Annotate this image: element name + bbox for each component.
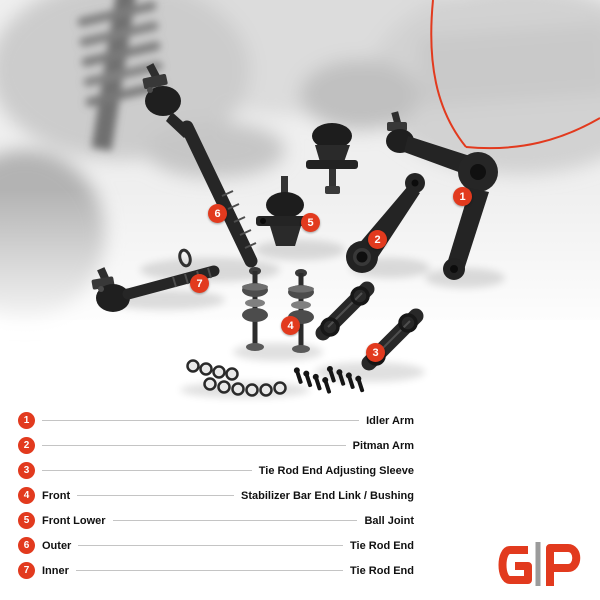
ball-joint-illustration — [256, 123, 358, 246]
legend-leader-line — [75, 570, 344, 571]
a-premium-logo-icon — [498, 542, 581, 586]
legend-number-badge: 5 — [18, 512, 35, 529]
idler-arm-illustration — [386, 111, 498, 280]
legend-qualifier: Outer — [42, 539, 72, 552]
callout-badge-stabilizer-link: 4 — [281, 316, 300, 335]
callout-badge-idler-arm: 1 — [453, 187, 472, 206]
legend-row-pitman-arm: 2 Pitman Arm — [18, 433, 414, 458]
legend-part-name: Ball Joint — [364, 514, 414, 527]
legend-part-name: Pitman Arm — [352, 439, 414, 452]
legend-row-idler-arm: 1 Idler Arm — [18, 408, 414, 433]
legend-qualifier: Inner — [42, 564, 69, 577]
brand-logo — [484, 528, 588, 597]
callout-badge-inner-tie-rod: 7 — [190, 274, 209, 293]
legend-row-inner-tie-rod: 7 Inner Tie Rod End — [18, 558, 414, 583]
legend-row-ball-joint: 5 Front Lower Ball Joint — [18, 508, 414, 533]
legend-qualifier: Front Lower — [42, 514, 106, 527]
callout-badge-outer-tie-rod: 6 — [208, 204, 227, 223]
chassis-photo-background — [0, 0, 600, 340]
callout-badge-ball-joint: 5 — [301, 213, 320, 232]
legend-number-badge: 7 — [18, 562, 35, 579]
legend-leader-line — [112, 520, 358, 521]
legend-part-name: Stabilizer Bar End Link / Bushing — [241, 489, 414, 502]
legend-leader-line — [77, 495, 235, 496]
legend-part-name: Tie Rod End — [350, 539, 414, 552]
hardware-washers — [186, 359, 287, 397]
legend-qualifier: Front — [42, 489, 71, 502]
callout-badge-pitman-arm: 2 — [368, 230, 387, 249]
legend-number-badge: 1 — [18, 412, 35, 429]
legend-number-badge: 6 — [18, 537, 35, 554]
hardware-bolts — [293, 365, 365, 394]
legend-leader-line — [42, 420, 360, 421]
stabilizer-link-illustration — [242, 267, 314, 353]
legend-row-stabilizer-link: 4 Front Stabilizer Bar End Link / Bushin… — [18, 483, 414, 508]
callout-badge-adjusting-sleeve: 3 — [366, 343, 385, 362]
tie-rod-end-outer-illustration — [142, 63, 258, 268]
legend-row-adjusting-sleeve: 3 Tie Rod End Adjusting Sleeve — [18, 458, 414, 483]
legend-leader-line — [42, 470, 252, 471]
legend-number-badge: 2 — [18, 437, 35, 454]
legend-part-name: Idler Arm — [366, 414, 414, 427]
legend-leader-line — [42, 445, 346, 446]
legend-leader-line — [78, 545, 344, 546]
legend-part-name: Tie Rod End Adjusting Sleeve — [258, 464, 414, 477]
parts-legend: 1 Idler Arm 2 Pitman Arm 3 Tie Rod End A… — [18, 408, 414, 583]
legend-row-outer-tie-rod: 6 Outer Tie Rod End — [18, 533, 414, 558]
red-highlight-curve — [430, 0, 600, 150]
legend-number-badge: 4 — [18, 487, 35, 504]
legend-part-name: Tie Rod End — [350, 564, 414, 577]
legend-number-badge: 3 — [18, 462, 35, 479]
